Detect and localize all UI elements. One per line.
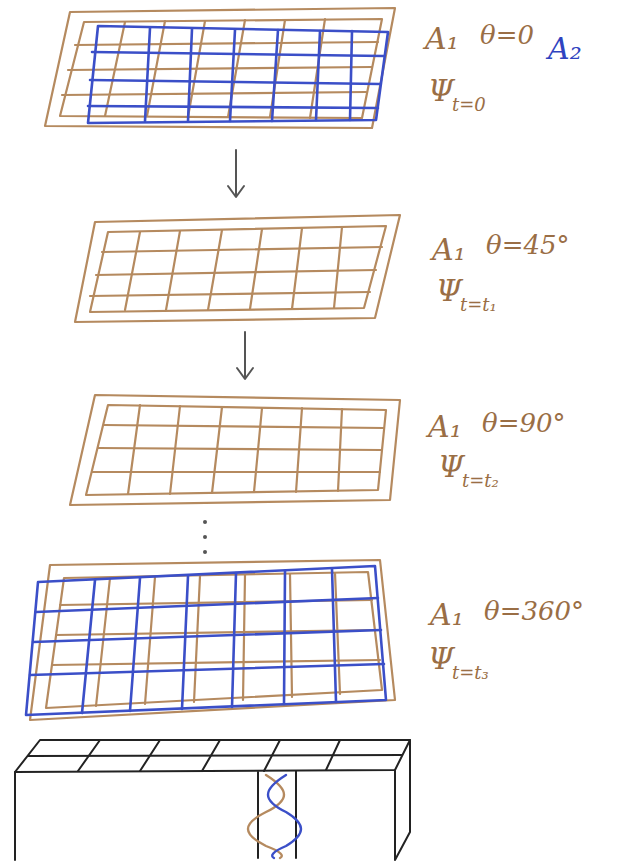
component-label: A₁: [430, 600, 464, 630]
angle-label: θ=0: [480, 22, 534, 48]
time-subscript: t=t₂: [462, 472, 499, 490]
component-label: A₁: [425, 24, 459, 54]
state-symbol: Ψ: [436, 276, 462, 306]
component-label: A₁: [432, 235, 466, 265]
component-label: A₁: [428, 412, 462, 442]
angle-label: θ=90°: [482, 410, 566, 436]
angle-label: θ=45°: [486, 232, 570, 258]
state-symbol: Ψ: [438, 452, 464, 482]
time-subscript: t=0: [452, 96, 486, 114]
state-symbol: Ψ: [428, 76, 454, 106]
state-symbol: Ψ: [428, 644, 454, 674]
time-subscript: t=t₁: [460, 296, 497, 314]
angle-label: θ=360°: [484, 598, 584, 624]
time-subscript: t=t₃: [452, 664, 489, 682]
component-label: A₂: [548, 34, 582, 64]
